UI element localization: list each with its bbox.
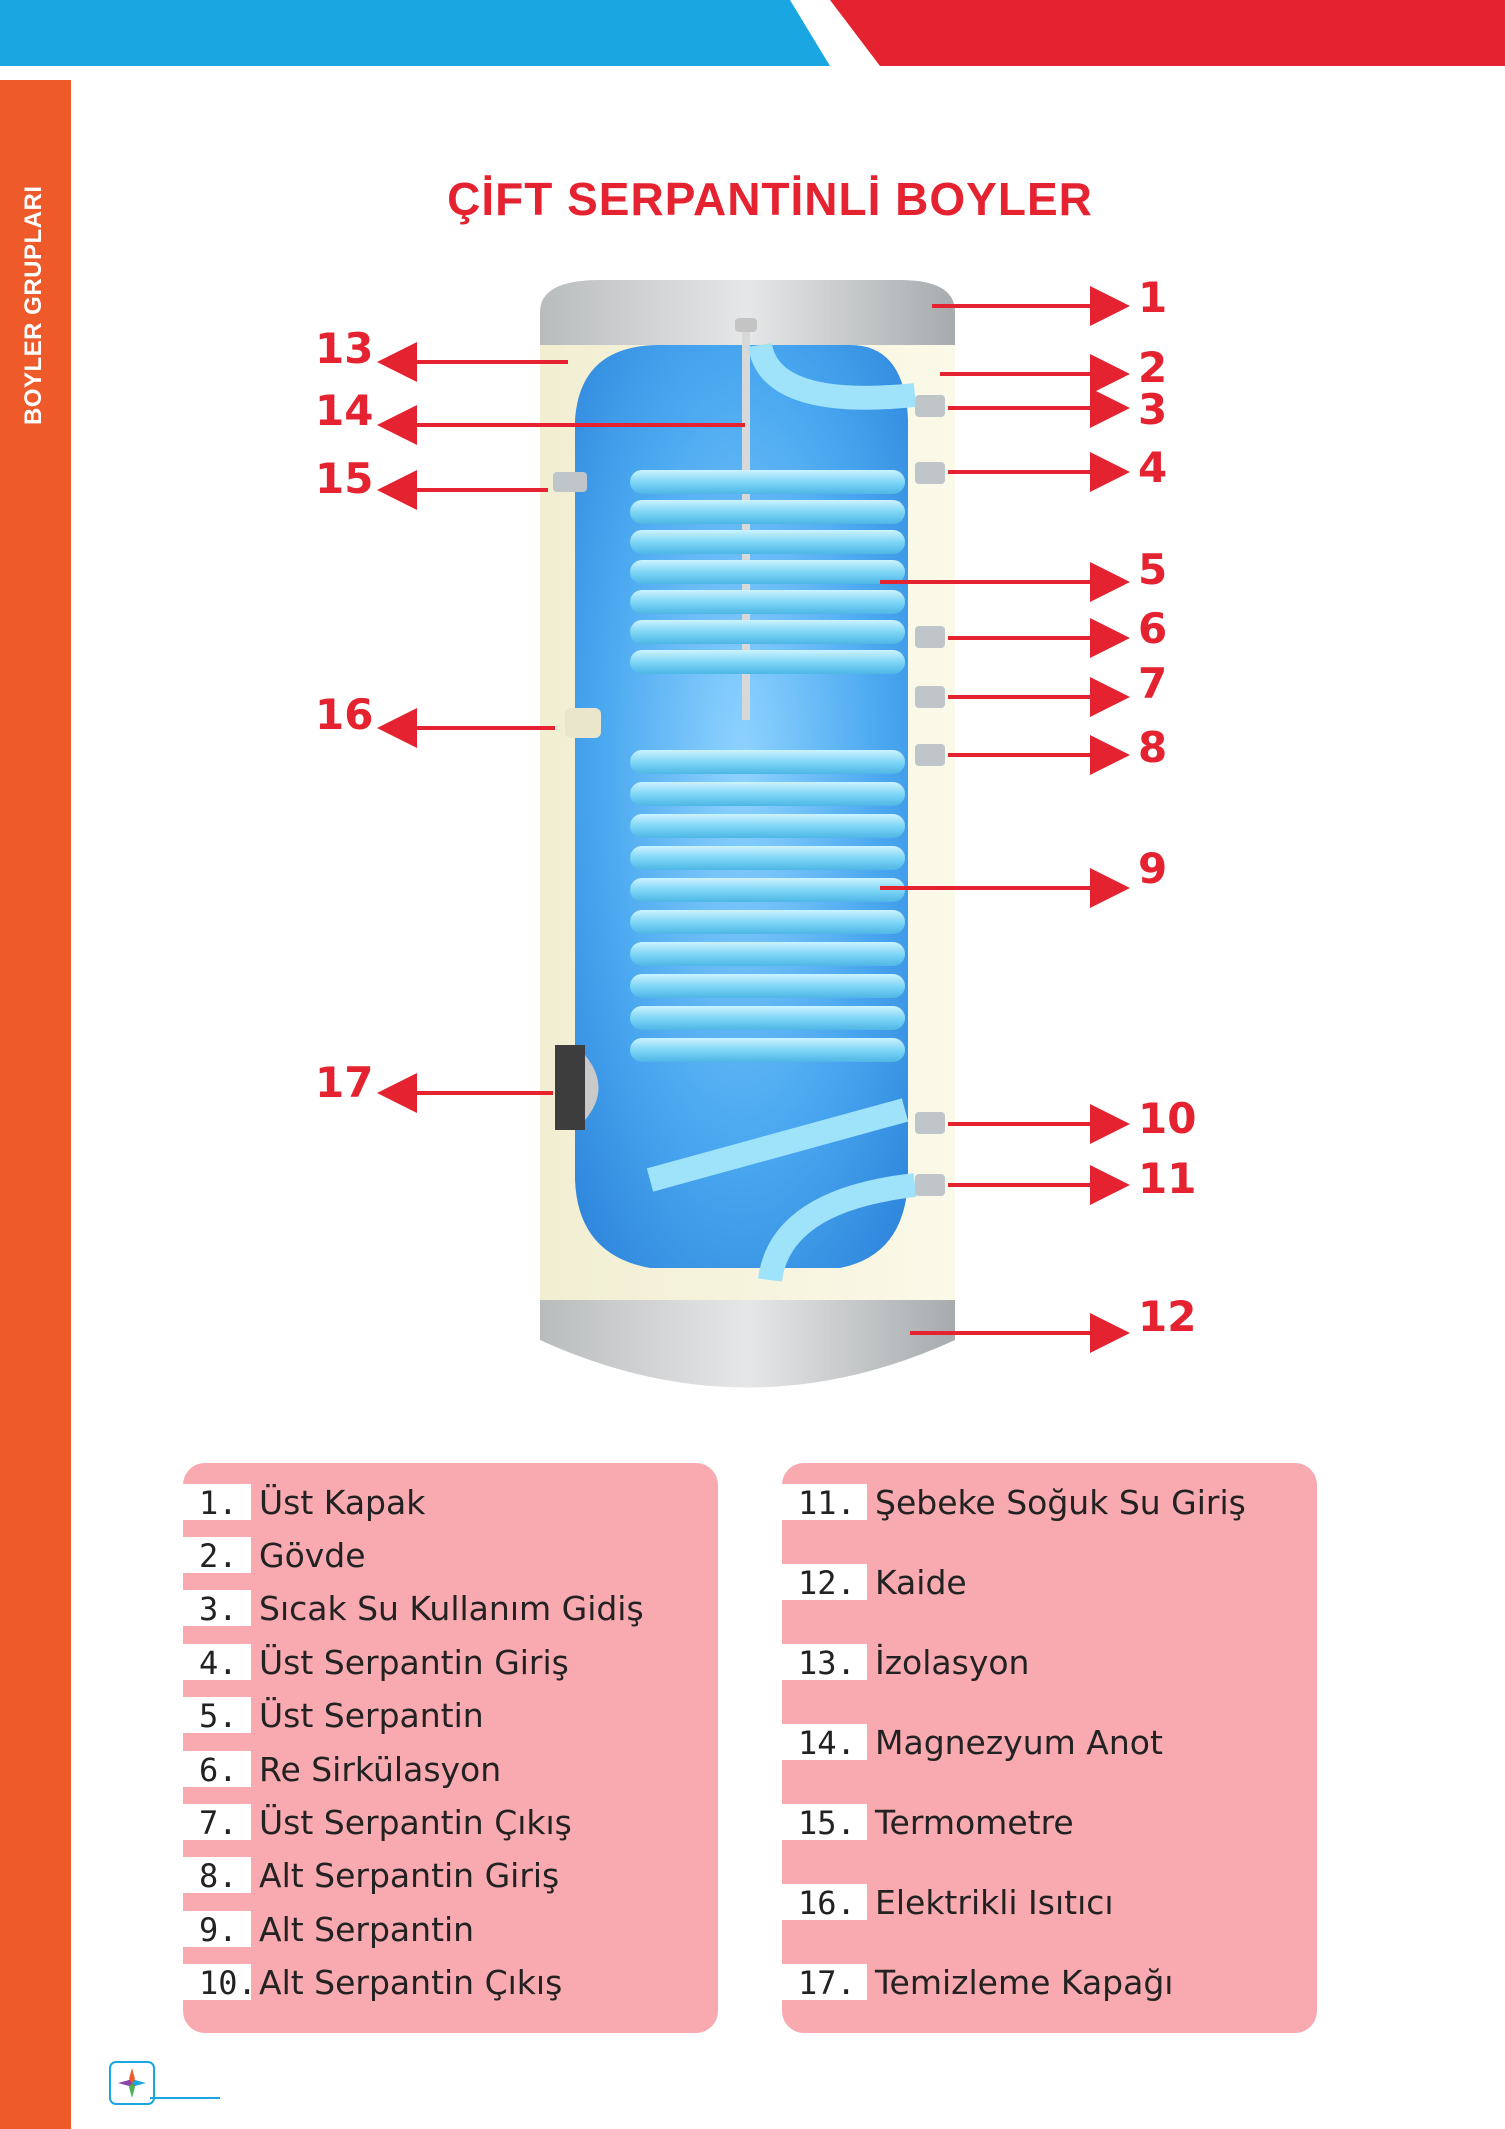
callout-number-14: 14 [315,386,373,435]
legend-item-15: 15.Termometre [782,1802,1074,1842]
electric-heater-fitting [565,708,601,738]
legend-number: 6. [183,1751,251,1789]
callout-number-10: 10 [1138,1094,1196,1143]
legend-item-11: 11.Şebeke Soğuk Su Giriş [782,1482,1246,1522]
legend-item-5: 5.Üst Serpantin [183,1695,484,1735]
legend-label: Temizleme Kapağı [875,1962,1174,2002]
legend-label: Gövde [259,1535,366,1575]
legend-number: 4. [183,1644,251,1682]
legend-number: 5. [183,1697,251,1735]
callout-number-8: 8 [1138,723,1167,772]
footer-divider [150,2097,220,2099]
legend-number: 14. [782,1724,867,1762]
callout-number-1: 1 [1138,273,1167,322]
legend-item-14: 14.Magnezyum Anot [782,1722,1163,1762]
legend-number: 10. [183,1964,257,2002]
legend-item-16: 16.Elektrikli Isıtıcı [782,1882,1114,1922]
callout-arrows-right [880,286,1130,1353]
page-title: ÇİFT SERPANTİNLİ BOYLER [447,173,1093,225]
callout-number-15: 15 [315,454,373,503]
callout-number-6: 6 [1138,604,1167,653]
callout-number-7: 7 [1138,659,1167,708]
legend-item-8: 8.Alt Serpantin Giriş [183,1855,560,1895]
callout-arrows-left [377,342,745,1113]
callout-number-11: 11 [1138,1154,1196,1203]
legend-label: Sıcak Su Kullanım Gidiş [259,1588,644,1628]
callout-number-16: 16 [315,690,373,739]
legend-label: Alt Serpantin [259,1909,475,1949]
top-cap [540,280,955,345]
cleaning-cover [555,1045,599,1130]
legend-label: Termometre [875,1802,1074,1842]
legend-item-13: 13.İzolasyon [782,1642,1030,1682]
base-kaide [540,1290,955,1388]
legend-label: İzolasyon [875,1642,1030,1682]
callout-number-13: 13 [315,324,373,373]
legend-item-6: 6.Re Sirkülasyon [183,1749,502,1789]
legend-number: 12. [782,1564,867,1602]
legend-label: Alt Serpantin Çıkış [259,1962,563,2002]
nozzles [915,395,945,1196]
legend-item-1: 1.Üst Kapak [183,1482,426,1522]
legend-item-9: 9.Alt Serpantin [183,1909,475,1949]
legend-label: Şebeke Soğuk Su Giriş [875,1482,1246,1522]
legend-number: 11. [782,1484,867,1522]
legend-number: 9. [183,1911,251,1949]
callout-number-12: 12 [1138,1292,1196,1341]
legend-number: 16. [782,1884,867,1922]
section-sidebar: BOYLER GRUPLARI [0,80,71,2129]
legend-item-17: 17.Temizleme Kapağı [782,1962,1174,2002]
legend-number: 17. [782,1964,867,2002]
callout-number-5: 5 [1138,545,1167,594]
legend-label: Elektrikli Isıtıcı [875,1882,1114,1922]
legend-label: Re Sirkülasyon [259,1749,502,1789]
header-bar-blue [0,0,830,66]
legend-label: Alt Serpantin Giriş [259,1855,560,1895]
upper-coil [630,342,917,674]
callout-number-9: 9 [1138,844,1167,893]
legend-label: Kaide [875,1562,967,1602]
legend-item-12: 12.Kaide [782,1562,967,1602]
legend-number: 8. [183,1857,251,1895]
legend-item-10: 10.Alt Serpantin Çıkış [183,1962,563,2002]
legend-item-4: 4.Üst Serpantin Giriş [183,1642,569,1682]
thermometer-fitting [553,472,587,492]
legend-number: 13. [782,1644,867,1682]
legend-label: Üst Serpantin Giriş [259,1642,569,1682]
legend-item-7: 7.Üst Serpantin Çıkış [183,1802,572,1842]
legend-item-2: 2.Gövde [183,1535,366,1575]
callout-number-17: 17 [315,1058,373,1107]
legend-left [183,1463,718,2033]
legend-label: Üst Kapak [259,1482,426,1522]
legend-number: 1. [183,1484,251,1522]
legend-item-3: 3.Sıcak Su Kullanım Gidiş [183,1588,644,1628]
legend-label: Magnezyum Anot [875,1722,1163,1762]
lower-coil [630,750,917,1282]
legend-number: 15. [782,1804,867,1842]
legend-number: 7. [183,1804,251,1842]
header-bar-red [830,0,1505,66]
callout-number-4: 4 [1138,443,1167,492]
legend-number: 2. [183,1537,251,1575]
brand-logo-icon [109,2061,155,2105]
legend-number: 3. [183,1590,251,1628]
legend-label: Üst Serpantin Çıkış [259,1802,572,1842]
callout-number-3: 3 [1138,385,1167,434]
legend-right [782,1463,1317,2033]
callout-number-2: 2 [1138,343,1167,392]
legend-label: Üst Serpantin [259,1695,484,1735]
